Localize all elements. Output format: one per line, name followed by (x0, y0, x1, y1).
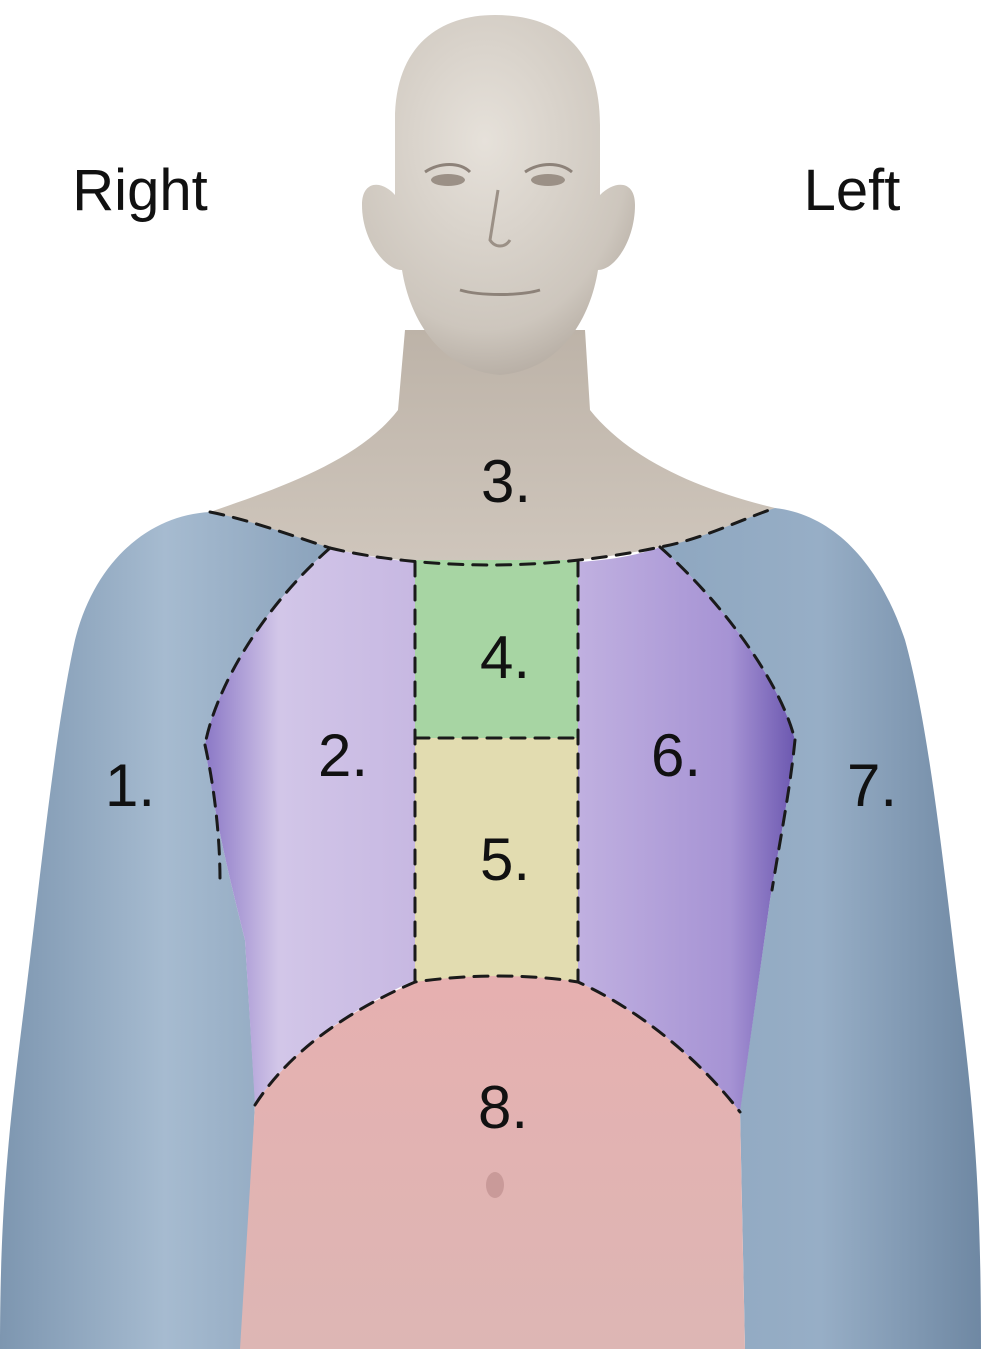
navel (486, 1172, 504, 1198)
region-1-label: 1. (105, 752, 155, 819)
head (362, 15, 635, 375)
region-8-label: 8. (478, 1074, 528, 1141)
region-3-label: 3. (481, 448, 531, 515)
region-6-label: 6. (651, 722, 701, 789)
right-side-label: Right (72, 158, 207, 223)
region-7-label: 7. (847, 752, 897, 819)
region-4-label: 4. (480, 624, 530, 691)
left-side-label: Left (804, 158, 901, 223)
region-5-label: 5. (480, 826, 530, 893)
region-2-label: 2. (318, 722, 368, 789)
